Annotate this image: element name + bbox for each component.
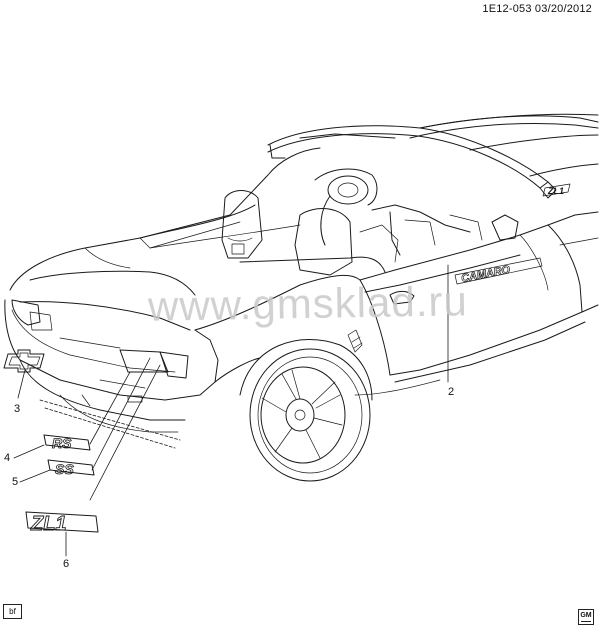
callout-6: 6	[63, 558, 70, 570]
interior	[221, 168, 483, 276]
callout-2: 2	[448, 386, 455, 398]
fender-zl1-text: ZL1	[547, 186, 564, 196]
gm-logo: GM	[578, 609, 594, 625]
rear-wheel	[249, 348, 371, 482]
zl1-badge: ZL1	[25, 511, 99, 535]
rs-badge: RS	[43, 434, 91, 451]
ss-badge: SS	[47, 459, 95, 477]
bowtie-emblem	[3, 349, 45, 373]
hood	[419, 113, 599, 177]
rs-text: RS	[52, 435, 72, 451]
leader-lines	[13, 264, 449, 557]
bf-tag: bf	[3, 604, 22, 619]
callout-5: 5	[12, 476, 19, 488]
fender-zl1-badge: ZL1	[542, 183, 571, 197]
zl1-text: ZL1	[30, 513, 67, 535]
camaro-text: CAMARO	[460, 264, 511, 285]
callout-4: 4	[4, 452, 11, 464]
diagram-reference-id: 1E12-053 03/20/2012	[482, 3, 592, 15]
ss-text: SS	[55, 461, 74, 477]
watermark: www.gmsklad.ru	[147, 277, 469, 330]
callout-3: 3	[14, 403, 21, 415]
car-body	[4, 147, 599, 449]
camaro-door-badge: CAMARO	[454, 257, 543, 285]
